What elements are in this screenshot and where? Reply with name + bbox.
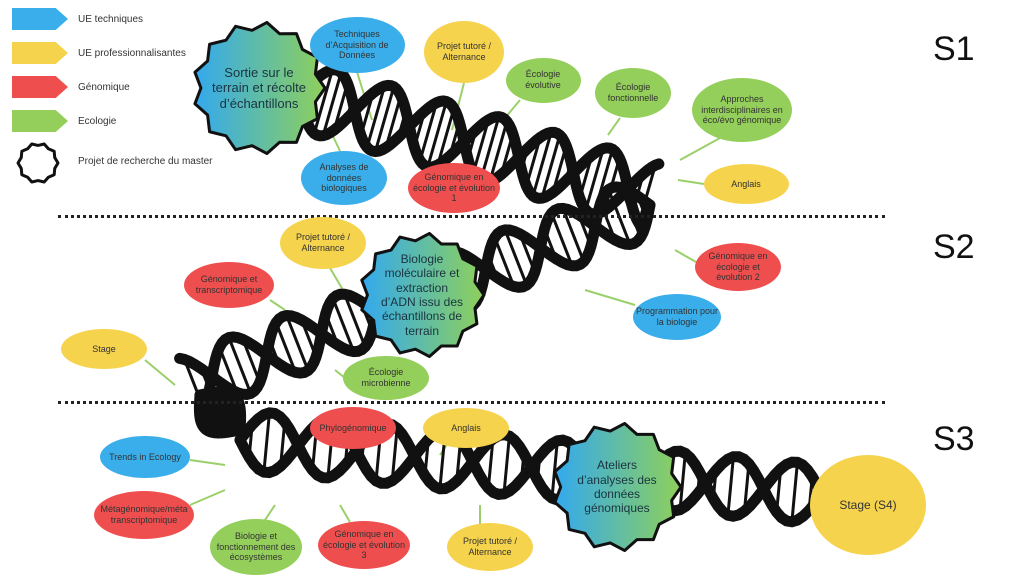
course-bubble: Écologie évolutive (505, 57, 581, 103)
dna-rung (726, 456, 735, 516)
connector-line (189, 459, 226, 466)
dna-rung (285, 315, 310, 371)
legend-label: Ecologie (78, 115, 117, 127)
course-bubble: Anglais (423, 408, 509, 448)
research-project-starburst-icon (553, 421, 683, 553)
semester-divider (58, 401, 885, 404)
dna-rung (227, 337, 253, 394)
dna-rung (365, 85, 387, 148)
legend-label: UE professionnalisantes (78, 47, 186, 59)
course-bubble: Génomique en écologie et évolution 1 (408, 163, 500, 213)
connector-line (674, 249, 697, 263)
course-bubble: Biologie et fonctionnement des écosystèm… (210, 519, 302, 575)
course-bubble: Génomique et transcriptomique (184, 262, 274, 308)
dna-rung (584, 148, 605, 211)
connector-line (677, 179, 705, 185)
course-bubble: Génomique en écologie et évolution 3 (318, 521, 410, 569)
connector-line (607, 117, 621, 136)
dna-rung (486, 438, 495, 489)
connector-line (584, 289, 636, 306)
connector-line (189, 489, 226, 506)
dna-strand (194, 386, 247, 436)
course-bubble: Génomique en écologie et évolution 2 (695, 243, 781, 291)
course-bubble: Stage (S4) (810, 455, 926, 555)
research-project-starburst-icon (360, 231, 486, 359)
connector-line (269, 299, 286, 311)
dna-rung (418, 102, 439, 162)
semester-label-s1: S1 (933, 30, 975, 68)
legend-item: UE professionnalisantes (12, 42, 186, 64)
legend-item: UE techniques (12, 8, 143, 30)
semester-label-s3: S3 (933, 420, 975, 458)
dna-rung (619, 187, 642, 238)
starburst-outline-icon (16, 142, 60, 184)
course-bubble: Projet tutoré / Alternance (280, 217, 366, 269)
dna-rung (262, 412, 271, 473)
dna-rung (637, 164, 657, 224)
course-bubble: Anglais (703, 164, 789, 204)
course-bubble: Projet tutoré / Alternance (447, 523, 533, 571)
course-bubble: Analyses de données biologiques (301, 151, 387, 205)
course-bubble: Écologie fonctionnelle (595, 68, 671, 118)
connector-line (144, 359, 176, 386)
dna-rung (312, 69, 334, 134)
connector-line (679, 137, 721, 161)
dna-rung (540, 134, 562, 199)
dna-rung (436, 107, 456, 166)
research-project-label: Ateliers d’analyses des données génomiqu… (577, 458, 657, 516)
dna-rung (390, 428, 399, 481)
course-bubble: Phylogénomique (310, 407, 396, 449)
course-bubble: Écologie microbienne (343, 356, 429, 400)
dna-rung (790, 462, 799, 522)
legend-label: UE techniques (78, 13, 144, 25)
course-bubble: Techniques d’Acquisition de Données (309, 17, 405, 73)
dna-rung (373, 86, 396, 152)
dna-helix-segment (193, 386, 247, 439)
course-bubble: Métagénomique/méta transcriptomique (94, 491, 194, 539)
legend-color-tag-icon (12, 8, 68, 30)
dna-rung (274, 322, 297, 373)
dna-rung (550, 440, 559, 499)
legend-label: Projet de recherche du master (78, 156, 213, 167)
research-project-label: Sortie sur le terrain et récolte d’échan… (212, 64, 306, 111)
dna-rung (503, 229, 529, 286)
dna-rung (471, 119, 490, 174)
legend-color-tag-icon (12, 42, 68, 64)
dna-rung (343, 293, 367, 348)
course-bubble: Projet tutoré / Alternance (424, 21, 504, 83)
dna-rung (426, 101, 448, 168)
legend-color-tag-icon (12, 110, 68, 132)
semester-label-s2: S2 (933, 228, 975, 266)
dna-strand (294, 79, 647, 232)
connector-line (264, 504, 276, 521)
dna-rung (493, 236, 516, 288)
research-project-starburst-icon (193, 20, 327, 156)
legend-label: Génomique (78, 81, 130, 93)
legend-item: Ecologie (12, 110, 116, 132)
connector-line (339, 504, 351, 523)
dna-rung (678, 453, 687, 510)
legend-item: Génomique (12, 76, 130, 98)
semester-divider (58, 215, 885, 218)
legend-color-tag-icon (12, 76, 68, 98)
course-bubble: Stage (61, 329, 147, 369)
research-project-label: Biologie moléculaire et extraction d’ADN… (380, 251, 463, 338)
course-bubble: Approches interdisciplinaires en éco/évo… (692, 78, 792, 142)
course-bubble: Trends in Ecology (100, 436, 190, 478)
dna-rung (502, 436, 511, 494)
connector-line (329, 267, 344, 291)
dna-rung (531, 131, 553, 197)
dna-strand (193, 389, 246, 439)
dna-rung (550, 212, 574, 267)
dna-rung (321, 72, 343, 137)
dna-rung (331, 297, 356, 353)
course-bubble: Programmation pour la biologie (633, 294, 721, 340)
